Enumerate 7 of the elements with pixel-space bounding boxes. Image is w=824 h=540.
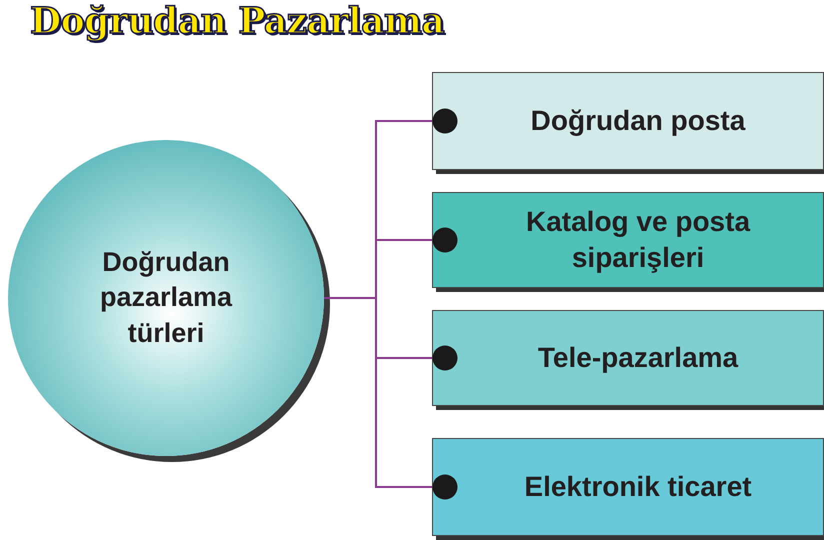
node-label: Doğrudan pazarlama türleri bbox=[98, 246, 234, 350]
node-label: Doğrudan posta bbox=[530, 104, 746, 138]
title: Doğrudan Pazarlama bbox=[30, 0, 444, 42]
node-label: Elektronik ticaret bbox=[524, 470, 752, 504]
node-label: Tele-pazarlama bbox=[538, 340, 738, 375]
node-label: Katalog ve posta siparişleri bbox=[524, 204, 752, 275]
connector-line bbox=[324, 297, 458, 500]
